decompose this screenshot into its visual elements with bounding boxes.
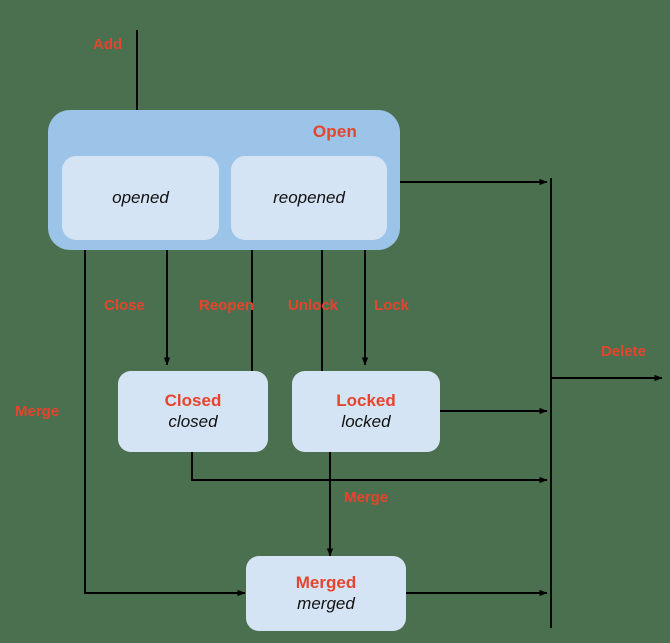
state-merged-title: Merged [295, 573, 357, 592]
transition-label-add: Add [93, 36, 123, 53]
transition-label-lock: Lock [374, 297, 410, 314]
state-locked[interactable]: Locked locked [292, 371, 440, 452]
transition-label-unlock: Unlock [288, 297, 339, 314]
transition-label-reopen: Reopen [199, 297, 255, 314]
state-locked-name: locked [341, 412, 391, 431]
substate-opened-label: opened [112, 188, 169, 207]
transition-label-close: Close [104, 297, 145, 314]
transition-label-merge-left: Merge [15, 403, 60, 420]
substate-opened[interactable]: opened [62, 156, 219, 240]
transition-label-delete: Delete [601, 343, 647, 360]
state-group-open-label: Open [312, 122, 358, 141]
state-closed-title: Closed [164, 391, 222, 410]
state-closed[interactable]: Closed closed [118, 371, 268, 452]
substate-reopened-label: reopened [273, 188, 345, 207]
state-merged[interactable]: Merged merged [246, 556, 406, 631]
transition-label-merge-center: Merge [344, 489, 389, 506]
state-closed-name: closed [168, 412, 218, 431]
state-merged-name: merged [297, 594, 355, 613]
state-locked-title: Locked [336, 391, 396, 410]
substate-reopened[interactable]: reopened [231, 156, 387, 240]
